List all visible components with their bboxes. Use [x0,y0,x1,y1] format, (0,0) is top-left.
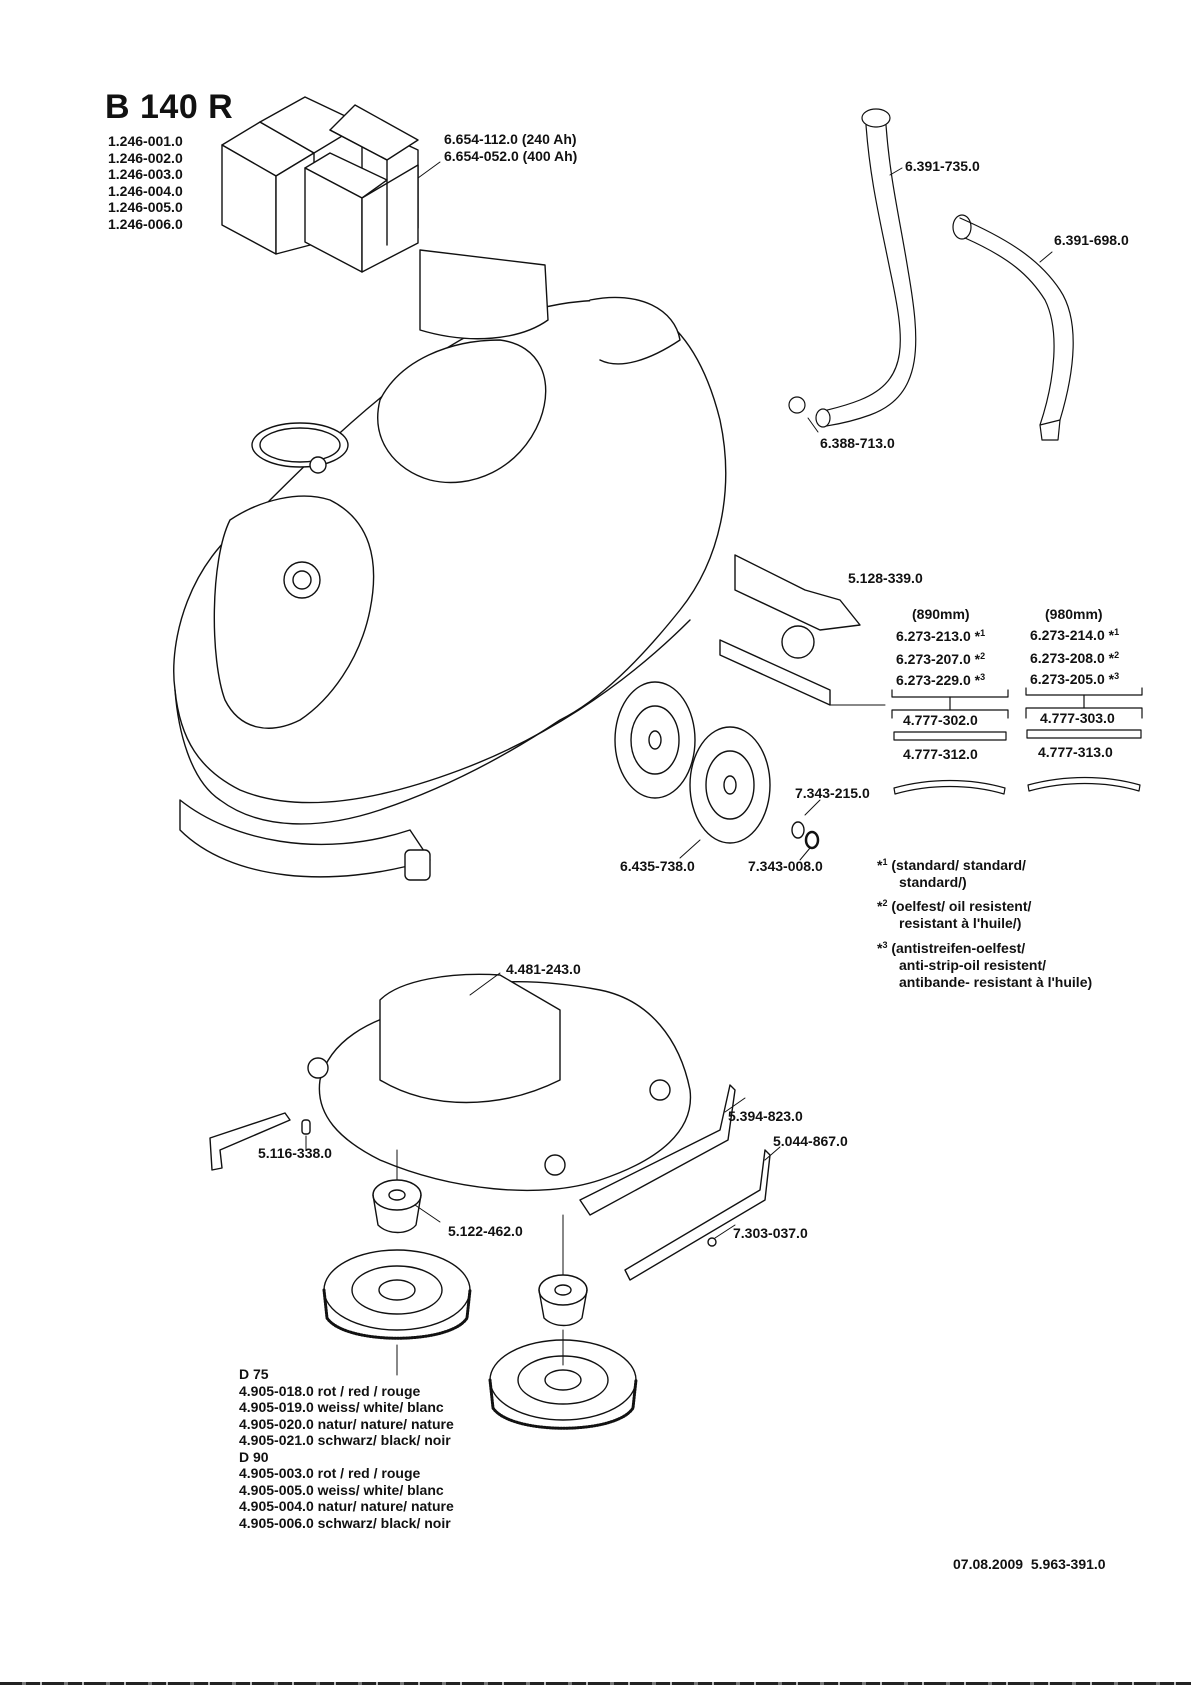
footer-doc-number: 5.963-391.0 [1030,1556,1106,1572]
footnote-text: (standard/ standard/ [891,857,1026,873]
squeegee-980-heading: (980mm) [1045,606,1103,622]
machine-variant: 1.246-003.0 [108,166,183,182]
machine-variant: 1.246-001.0 [108,133,183,149]
brush-group-heading: D 75 [239,1366,269,1382]
footnote: *1 (standard/ standard/ standard/) [877,857,1026,891]
battery-part: 6.654-052.0 (400 Ah) [444,147,578,164]
lip-part: 6.273-214.0 [1030,627,1105,643]
brush-item: 4.905-004.0 natur/ nature/ nature [239,1498,454,1514]
lip-part: 6.273-207.0 [896,651,971,667]
footnote-text: (antistreifen-oelfest/ [891,940,1026,956]
footnote-text: standard/) [899,874,967,890]
splash-guard-label: 5.394-823.0 [728,1108,803,1124]
brush-item: 4.905-019.0 weiss/ white/ blanc [239,1399,444,1415]
drive-hub-label: 5.122-462.0 [448,1223,523,1239]
model-title: B 140 R [105,88,234,126]
footnote-number: 2 [882,898,888,908]
squeegee-strip-980: 4.777-313.0 [1038,744,1113,760]
squeegee-lip-980: 6.273-208.0 *2 [1030,650,1119,667]
battery-callout: 6.654-112.0 (240 Ah) 6.654-052.0 (400 Ah… [444,131,577,164]
brush-list: D 75 4.905-018.0 rot / red / rouge 4.905… [239,1366,454,1531]
footnote-mark: * [877,857,883,873]
brush-item: 4.905-021.0 schwarz/ black/ noir [239,1432,451,1448]
machine-variant: 1.246-002.0 [108,149,183,166]
squeegee-lip-980: 6.273-214.0 *1 [1030,627,1119,644]
lip-part: 6.273-213.0 [896,628,971,644]
footer-date: 07.08.2009 [953,1556,1024,1572]
brush-item: 4.905-005.0 weiss/ white/ blanc [239,1481,444,1498]
footnote-mark: * [1108,671,1115,687]
screw-label: 7.303-037.0 [733,1225,808,1241]
brush-item: 4.905-018.0 rot / red / rouge [239,1382,421,1399]
brush-item: 4.905-003.0 rot / red / rouge [239,1465,421,1481]
retaining-ring-label: 7.343-008.0 [748,858,823,874]
hose-illustrations [788,108,1074,441]
page-edge-rule [0,1682,1191,1685]
footnote-mark: * [1108,650,1115,666]
squeegee-strip-890: 4.777-312.0 [903,746,978,762]
machine-variant: 1.246-005.0 [108,199,183,215]
brush-item: 4.905-020.0 natur/ nature/ nature [239,1415,454,1432]
squeegee-lip-890: 6.273-213.0 *1 [896,628,985,645]
footnote: *2 (oelfest/ oil resistent/ resistant à … [877,898,1031,932]
footnote-number: 3 [980,672,986,682]
battery-part: 6.654-112.0 (240 Ah) [444,131,577,147]
footnote: *3 (antistreifen-oelfest/ anti-strip-oil… [877,940,1092,991]
footnote-mark: * [974,651,981,667]
lip-part: 6.273-208.0 [1030,650,1105,666]
footnote-number: 1 [1114,627,1120,637]
squeegee-assembly-980: 4.777-303.0 [1040,710,1115,726]
switch-label: 4.481-243.0 [506,961,581,977]
battery-illustration [221,96,441,273]
squeegee-lip-980: 6.273-205.0 *3 [1030,671,1119,688]
drain-hose-label: 6.391-735.0 [905,158,980,174]
squeegee-bracket-label: 5.128-339.0 [848,570,923,586]
strip-label: 5.044-867.0 [773,1133,848,1149]
footnote-text: (oelfest/ oil resistent/ [891,898,1032,914]
footnote-text: resistant à l'huile/) [899,915,1022,931]
squeegee-lip-brackets [891,687,1143,795]
footnote-number: 2 [980,651,986,661]
footnote-mark: * [877,898,883,914]
footnote-mark: * [1108,627,1115,643]
footnote-number: 1 [882,857,888,867]
wheel-label: 6.435-738.0 [620,858,695,874]
washer-label: 7.343-215.0 [795,785,870,801]
brush-deck-illustration [209,972,781,1430]
footnote-number: 2 [1114,650,1120,660]
lip-part: 6.273-205.0 [1030,671,1105,687]
machine-variant: 1.246-004.0 [108,182,183,199]
hose-clamp-label: 6.388-713.0 [820,435,895,451]
brush-group-heading: D 90 [239,1448,269,1465]
footnote-mark: * [974,672,981,688]
footnote-mark: * [974,628,981,644]
machine-variant: 1.246-006.0 [108,215,183,232]
squeegee-890-heading: (890mm) [912,606,970,622]
lip-part: 6.273-229.0 [896,672,971,688]
squeegee-lip-890: 6.273-207.0 *2 [896,651,985,668]
squeegee-assembly-890: 4.777-302.0 [903,712,978,728]
footnote-number: 3 [1114,671,1120,681]
washer-illustrations [679,799,821,861]
squeegee-lip-890: 6.273-229.0 *3 [896,672,985,689]
scrubber-machine-illustration [173,249,886,881]
footnote-mark: * [877,940,883,956]
machine-variant-list: 1.246-001.0 1.246-002.0 1.246-003.0 1.24… [108,133,183,232]
lever-label: 5.116-338.0 [258,1145,332,1161]
footnote-text: antibande- resistant à l'huile) [899,974,1093,990]
footer: 07.08.2009 5.963-391.0 [953,1556,1106,1573]
footnote-number: 3 [882,940,888,950]
footnote-number: 1 [980,628,986,638]
footnote-text: anti-strip-oil resistent/ [899,957,1047,973]
brush-item: 4.905-006.0 schwarz/ black/ noir [239,1514,451,1531]
suction-hose-label: 6.391-698.0 [1054,232,1129,248]
